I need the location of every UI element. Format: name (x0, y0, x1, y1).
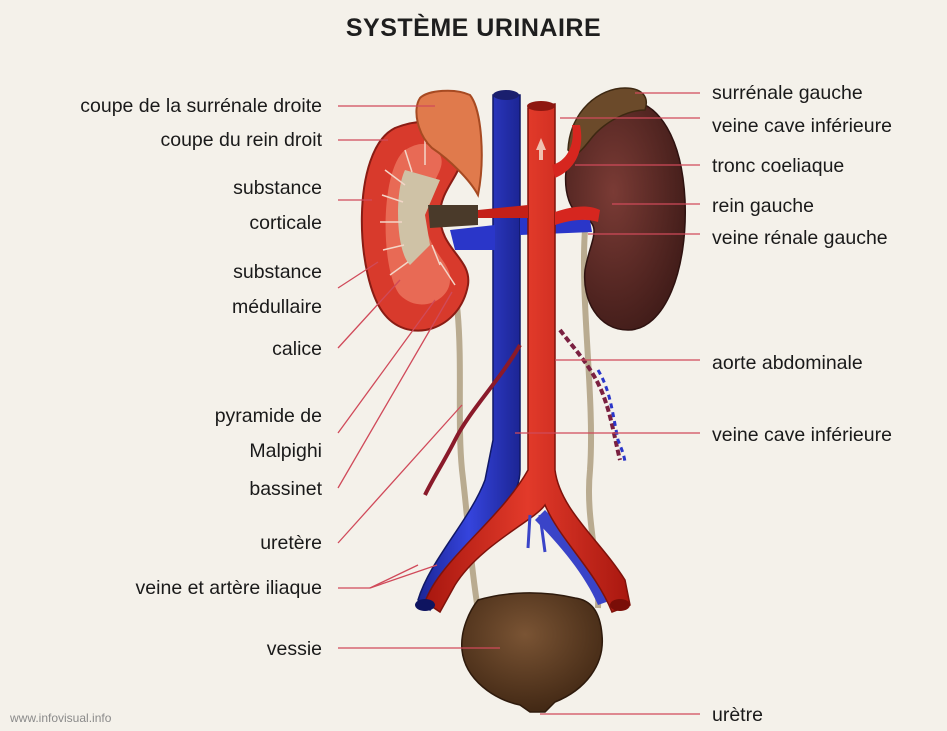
label-left-renal-vein: veine rénale gauche (712, 227, 888, 249)
label-pyramid-line2: Malpighi (249, 440, 322, 462)
label-vena-cava-upper: veine cave inférieure (712, 115, 892, 137)
label-right-kidney-section: coupe du rein droit (160, 129, 322, 151)
label-bladder: vessie (267, 638, 322, 660)
label-medulla-line1: substance (233, 261, 322, 283)
label-right-adrenal-section: coupe de la surrénale droite (80, 95, 322, 117)
label-left-kidney: rein gauche (712, 195, 814, 217)
label-calyx: calice (272, 338, 322, 360)
right-renal-vein (450, 225, 495, 250)
label-abdominal-aorta: aorte abdominale (712, 352, 863, 374)
label-left-adrenal: surrénale gauche (712, 82, 863, 104)
label-vena-cava-lower: veine cave inférieure (712, 424, 892, 446)
label-cortex-line1: substance (233, 177, 322, 199)
source-credit: www.infovisual.info (10, 711, 111, 725)
label-ureter: uretère (260, 532, 322, 554)
label-urethra: urètre (712, 704, 763, 726)
label-iliac-vessels: veine et artère iliaque (136, 577, 322, 599)
label-cortex-line2: corticale (249, 212, 322, 234)
label-medulla-line2: médullaire (232, 296, 322, 318)
label-renal-pelvis: bassinet (249, 478, 322, 500)
label-celiac-trunk: tronc coeliaque (712, 155, 844, 177)
label-pyramid-line1: pyramide de (215, 405, 322, 427)
bladder (462, 593, 603, 712)
